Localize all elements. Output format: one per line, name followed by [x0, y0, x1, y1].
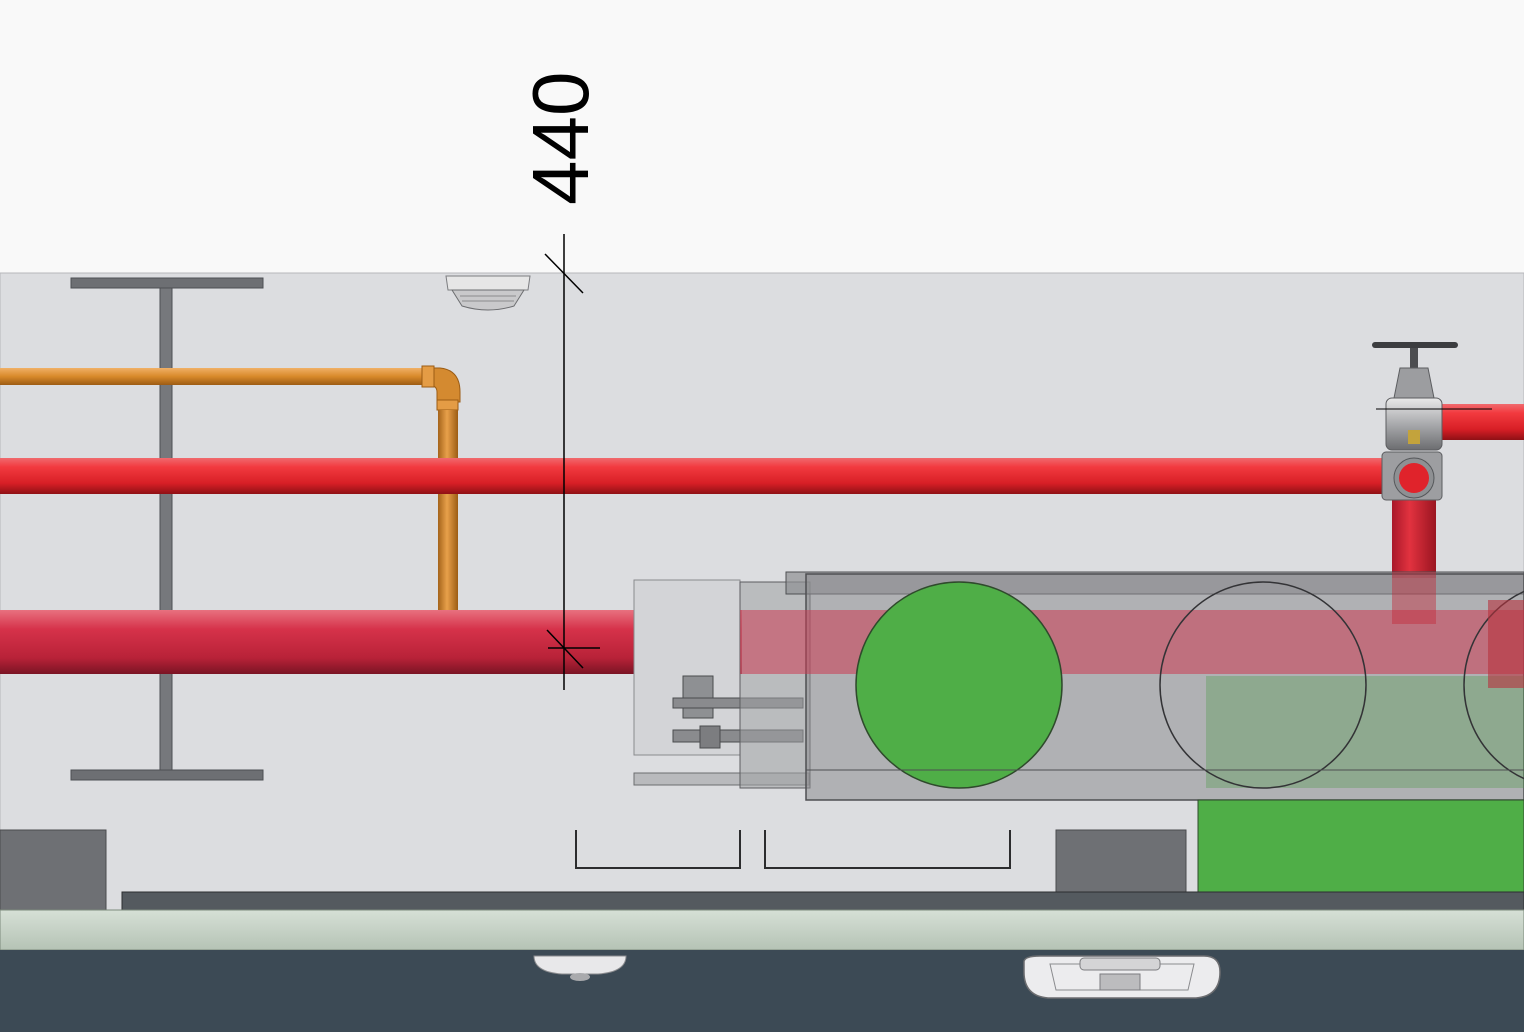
cable-tray: [575, 830, 1011, 869]
gate-valve: [1372, 342, 1492, 451]
ceiling-lamp-large: [1023, 955, 1221, 999]
duct-outlet-circle: [1159, 581, 1367, 789]
duct-outlet-green: [855, 581, 1063, 789]
dimension-line: [544, 234, 600, 690]
dimension-label: 440: [516, 72, 605, 205]
valve-assembly: [633, 579, 810, 786]
smoke-detector: [445, 275, 531, 311]
gas-pipe: [0, 365, 461, 610]
background-sky: [0, 0, 1524, 273]
tee-fitting: [1381, 451, 1443, 501]
fire-main-pipe: [0, 404, 1524, 578]
air-duct: [739, 571, 1524, 801]
floor-slab: [0, 891, 1524, 1032]
duct-outlet-circle-partial: [1463, 590, 1524, 780]
water-main-pipe: [0, 610, 742, 674]
ceiling-lamp: [533, 955, 627, 981]
